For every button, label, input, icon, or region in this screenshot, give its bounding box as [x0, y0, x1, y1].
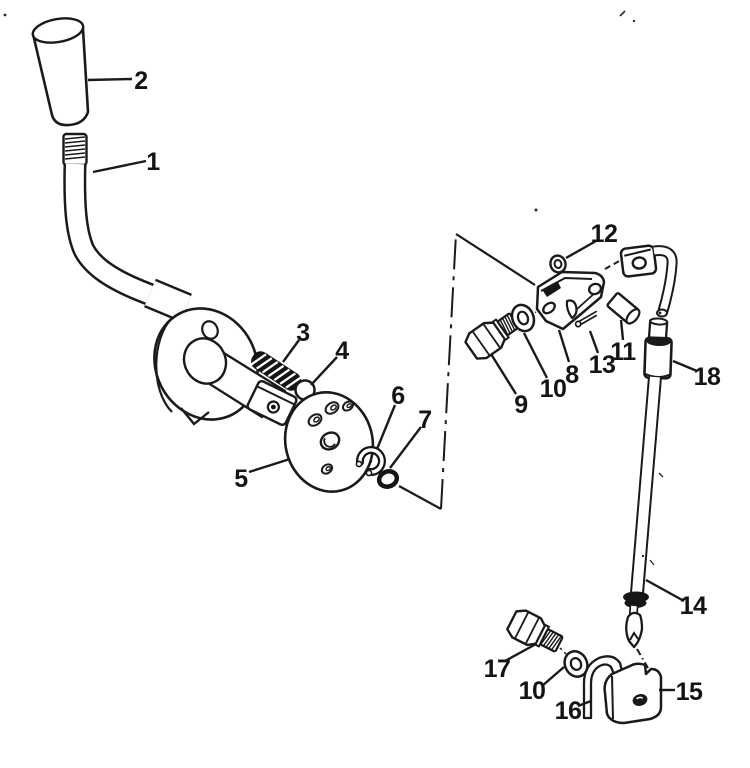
callout-anchor-block: 15 — [676, 678, 703, 706]
part-washer-upper — [510, 303, 536, 333]
callout-knob: 2 — [134, 67, 147, 95]
rod-flat-tip — [625, 611, 644, 649]
alignment-axis-lines — [335, 233, 649, 669]
scan-specks — [3, 10, 664, 566]
bracket-side-hole — [542, 301, 556, 315]
callout-retainer-clip: 16 — [555, 697, 582, 725]
plate-boss — [182, 337, 228, 385]
callout-spring: 3 — [296, 319, 309, 347]
leader-10 — [522, 332, 549, 379]
callout-hex-bolt: 9 — [514, 391, 527, 419]
part-detent-plate — [283, 391, 375, 493]
disc-hole — [320, 463, 334, 475]
bracket-ear-hole — [587, 282, 603, 296]
leader-11 — [619, 319, 625, 341]
callout-washer-lower: 10 — [519, 677, 546, 705]
part-hex-bolt-lower — [506, 609, 564, 653]
leader-5 — [248, 457, 291, 474]
disc-hole — [341, 400, 355, 412]
callout-o-ring: 7 — [418, 406, 431, 434]
leader-10b — [541, 666, 565, 687]
leader-2 — [87, 77, 133, 82]
part-spring — [250, 351, 302, 391]
disc-center-hole — [319, 431, 341, 451]
callout-pivot-bracket: 8 — [565, 361, 579, 389]
part-clevis-pin — [606, 292, 641, 325]
callout-link-rod: 14 — [680, 592, 707, 620]
callout-e-clip: 6 — [391, 382, 404, 410]
part-shift-lever-tube — [62, 132, 192, 323]
disc-hole — [324, 401, 340, 415]
plate-hole — [201, 320, 219, 340]
link-rod-upper — [619, 244, 678, 318]
callout-ball: 4 — [335, 337, 349, 365]
part-pivot-bracket — [535, 270, 606, 331]
leader-14 — [645, 578, 685, 603]
leader-18 — [672, 359, 698, 373]
leader-3 — [282, 339, 300, 363]
part-small-washer — [549, 254, 567, 274]
bracket-cutout — [565, 299, 578, 320]
part-sleeve — [643, 336, 673, 380]
callout-detent-plate: 5 — [234, 465, 248, 493]
callout-clevis-pin: 11 — [610, 338, 636, 366]
callout-hex-bolt-lower: 17 — [484, 655, 511, 683]
part-washer-lower — [563, 650, 589, 678]
part-knob — [31, 17, 90, 127]
callout-small-washer: 12 — [591, 220, 618, 248]
leader-4 — [310, 356, 338, 386]
part-cotter-pin — [574, 310, 598, 328]
callout-cotter-pin: 13 — [589, 351, 616, 379]
part-e-clip — [355, 446, 386, 477]
disc-hole — [307, 413, 323, 427]
leader-6 — [375, 404, 397, 450]
part-rod-sleeve-and-rod — [623, 317, 673, 649]
leader-17 — [504, 642, 537, 663]
leader-8 — [557, 329, 571, 363]
block-hole — [632, 694, 648, 706]
callout-washer: 10 — [540, 375, 567, 403]
leader-13 — [588, 330, 600, 354]
callout-shift-lever-tube: 1 — [146, 148, 160, 176]
part-o-ring — [376, 469, 400, 489]
leader-12 — [565, 239, 597, 260]
leader-7 — [389, 426, 422, 469]
leader-1 — [92, 159, 147, 174]
leader-lines — [87, 77, 698, 708]
lever-base-plate — [153, 307, 298, 426]
callout-rod-sleeve: 18 — [694, 363, 721, 391]
leader-16 — [577, 699, 592, 708]
part-anchor-block — [603, 662, 663, 725]
leader-9 — [489, 353, 518, 395]
